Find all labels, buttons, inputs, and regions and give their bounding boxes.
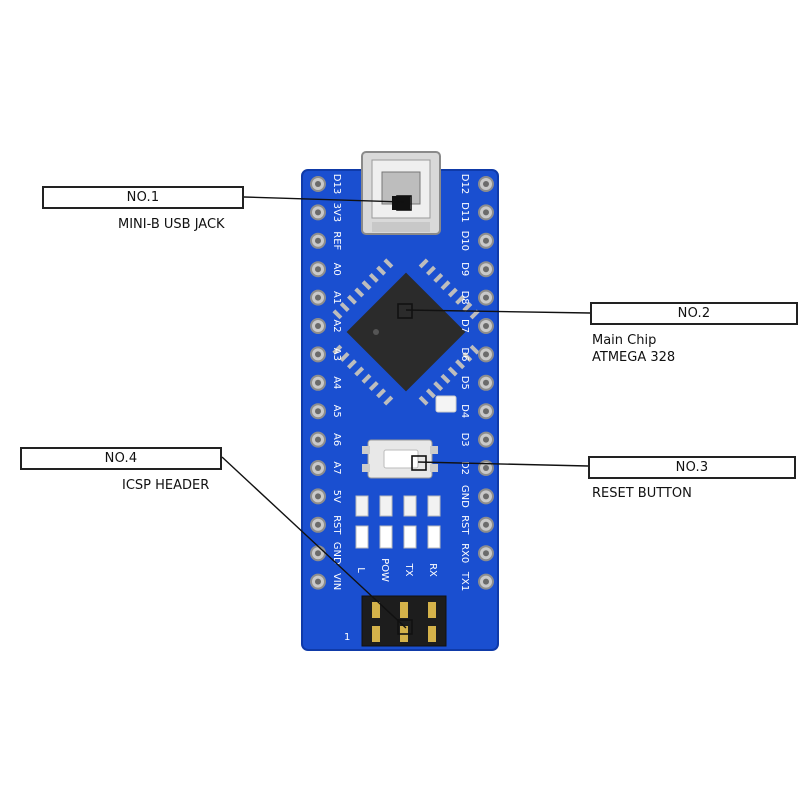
right-pin-label: RX0 bbox=[459, 543, 470, 563]
left-pin-label: A4 bbox=[331, 376, 342, 389]
right-pin-label: D3 bbox=[459, 433, 470, 447]
left-pin-label: A0 bbox=[331, 263, 342, 276]
left-pin-label: REF bbox=[331, 231, 342, 250]
left-pin-label: A5 bbox=[331, 405, 342, 418]
callout-1-label: MINI-B USB JACK bbox=[118, 217, 225, 232]
usb-jack bbox=[361, 151, 441, 235]
left-pin-label: RST bbox=[331, 515, 342, 535]
right-pin-label: D10 bbox=[459, 231, 470, 251]
callout-2-label-line1: Main Chip bbox=[592, 333, 657, 348]
led-label: RX bbox=[427, 563, 438, 577]
right-pin-label: D7 bbox=[459, 319, 470, 333]
left-pin-label: A3 bbox=[331, 348, 342, 361]
left-pin-label: A2 bbox=[331, 319, 342, 332]
pin1-marker: 1 bbox=[344, 632, 350, 643]
callout-4-label: ICSP HEADER bbox=[122, 478, 210, 493]
right-pin-label: D9 bbox=[459, 262, 470, 276]
callout-2-box: NO.2 bbox=[590, 302, 798, 325]
callout-2-label-line2: ATMEGA 328 bbox=[592, 350, 676, 365]
left-pin-label: A1 bbox=[331, 291, 342, 304]
smd-component bbox=[435, 395, 457, 413]
right-pin-label: D12 bbox=[459, 174, 470, 194]
right-pin-label: TX1 bbox=[459, 571, 470, 591]
reset-button-part bbox=[362, 439, 438, 479]
left-pin-label: VIN bbox=[331, 573, 342, 590]
callout-3-box: NO.3 bbox=[588, 456, 796, 479]
right-pin-label: D6 bbox=[459, 347, 470, 361]
left-pin-label: 5V bbox=[331, 490, 342, 503]
led-label: POW bbox=[379, 558, 390, 582]
right-pin-label: RST bbox=[459, 515, 470, 535]
left-pin-label: GND bbox=[331, 542, 342, 565]
right-pin-label: GND bbox=[459, 485, 470, 508]
right-pin-label: D8 bbox=[459, 291, 470, 305]
right-pin-label: D2 bbox=[459, 461, 470, 475]
icsp-header bbox=[361, 595, 447, 647]
led-label: TX bbox=[403, 563, 414, 577]
left-pin-label: D13 bbox=[331, 174, 342, 194]
right-pin-label: D4 bbox=[459, 404, 470, 418]
left-pin-label: A6 bbox=[331, 433, 342, 446]
right-pin-label: D5 bbox=[459, 376, 470, 390]
leader-lines bbox=[221, 196, 591, 629]
led-label: L bbox=[355, 567, 366, 573]
callout-1-box: NO.1 bbox=[42, 186, 244, 209]
left-pin-label: A7 bbox=[331, 461, 342, 474]
left-pin-label: 3V3 bbox=[331, 203, 342, 223]
callout-3-label: RESET BUTTON bbox=[592, 486, 692, 501]
right-pin-label: D11 bbox=[459, 202, 470, 222]
callout-4-box: NO.4 bbox=[20, 447, 222, 470]
atmega-chip bbox=[332, 258, 480, 406]
